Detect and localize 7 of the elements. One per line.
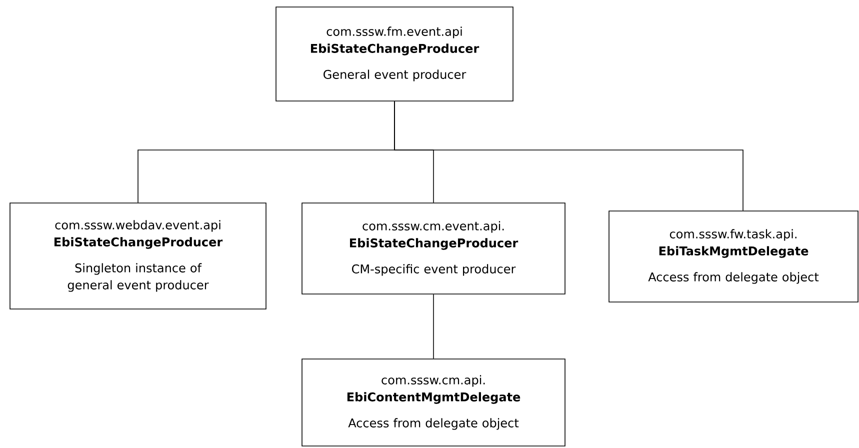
class-box: com.sssw.cm.event.api. EbiStateChangeProducer CM-specific event producer — [302, 202, 566, 294]
class-box: com.sssw.fm.event.api EbiStateChangeProducer General event producer — [276, 6, 514, 102]
class-box: com.sssw.webdav.event.api EbiStateChangeProducer Singleton instance of general event producer — [10, 202, 266, 310]
class-box: com.sssw.cm.api. EbiContentMgmtDelegate Access from delegate object — [302, 358, 566, 446]
class-box: com.sssw.fw.task.api. EbiTaskMgmtDelegate Access from delegate object — [608, 210, 858, 302]
connector-line — [433, 294, 434, 359]
connector-line — [394, 101, 744, 211]
